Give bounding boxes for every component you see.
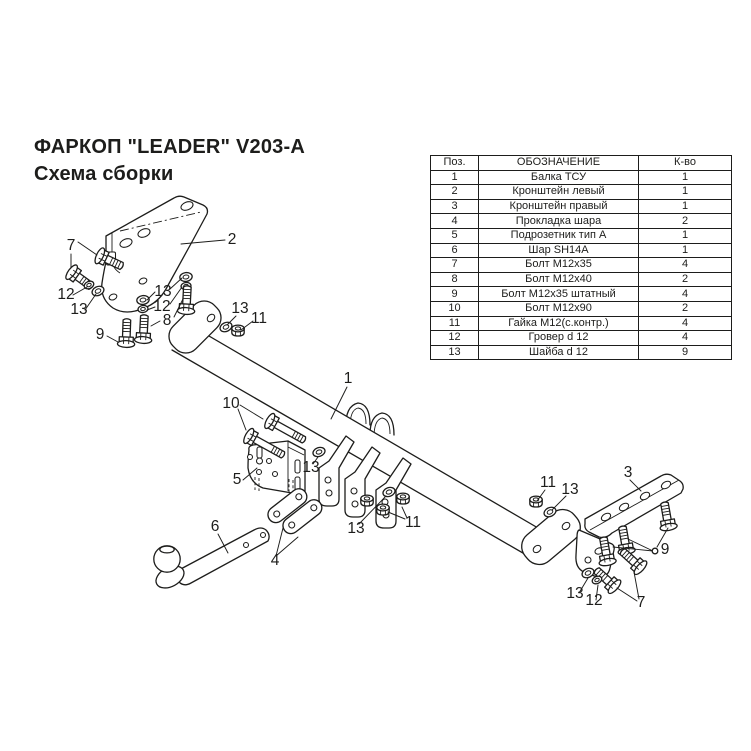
- callout-label-13: 13: [302, 459, 319, 476]
- callout-label-1: 1: [344, 370, 353, 387]
- bracket-left: [101, 195, 209, 313]
- callout-label-2: 2: [228, 231, 237, 248]
- ball-hitch: [153, 527, 270, 589]
- beam-right-hole-2: [532, 544, 542, 554]
- bolt-8: [133, 313, 154, 345]
- table-cell: 9: [638, 344, 732, 361]
- table-cell: Шайба d 12: [478, 344, 639, 361]
- title-line-2: Схема сборки: [34, 163, 174, 185]
- nut-11: [231, 324, 245, 337]
- nut-11: [529, 495, 543, 508]
- callout-label-8: 8: [163, 312, 172, 329]
- callout-label-13: 13: [231, 300, 248, 317]
- callout-label-7: 7: [67, 237, 76, 254]
- drawing-title: ФАРКОП "LEADER" V203-A Схема сборки: [34, 134, 305, 188]
- callout-label-3: 3: [624, 464, 633, 481]
- callout-label-10: 10: [222, 395, 240, 412]
- callout-label-9: 9: [661, 541, 670, 558]
- bolt-9-left: [116, 317, 137, 349]
- beam-left-hole: [206, 313, 216, 323]
- callout-label-4: 4: [271, 552, 280, 569]
- callout-label-13: 13: [154, 283, 171, 300]
- callout-label-11: 11: [251, 310, 267, 327]
- callout-label-13: 13: [561, 481, 578, 498]
- socket-plate: [246, 440, 306, 497]
- callout-label-12: 12: [57, 286, 74, 303]
- callout-label-13: 13: [347, 520, 364, 537]
- beam-end-plate-left: [168, 300, 222, 354]
- spacer-plates: [267, 488, 323, 535]
- beam-tube: [171, 321, 551, 561]
- callout-label-5: 5: [233, 471, 242, 488]
- callout-label-13: 13: [566, 585, 583, 602]
- nut-11: [396, 492, 410, 505]
- nut-11: [360, 494, 374, 507]
- callout-label-7: 7: [637, 594, 646, 611]
- callout-label-11: 11: [540, 474, 556, 491]
- callout-label-6: 6: [211, 518, 220, 535]
- nut-11: [376, 503, 390, 516]
- washer-13: [178, 271, 194, 283]
- callout-label-12: 12: [585, 592, 602, 609]
- callout-label-9: 9: [96, 326, 105, 343]
- callout-label-11: 11: [405, 514, 421, 531]
- callout-label-12: 12: [153, 298, 170, 315]
- leader-lines: [70, 239, 669, 602]
- title-line-1: ФАРКОП "LEADER" V203-A: [34, 136, 306, 158]
- callout-label-13: 13: [70, 301, 87, 318]
- beam-right-hole: [561, 521, 571, 531]
- washer-13: [311, 445, 327, 459]
